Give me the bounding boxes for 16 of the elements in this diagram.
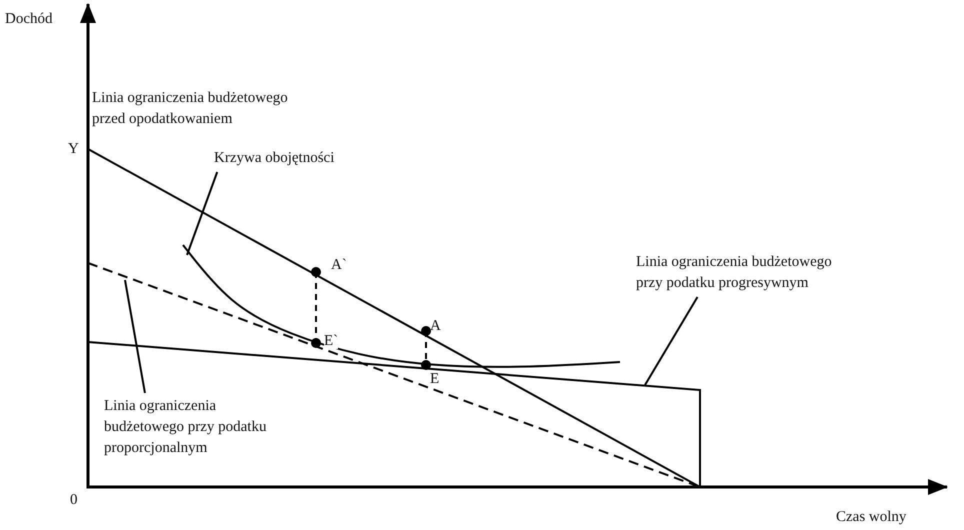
leader-line bbox=[644, 296, 698, 386]
point-label: E` bbox=[324, 333, 338, 349]
point-label: A bbox=[430, 317, 441, 336]
axis-label: Y bbox=[68, 140, 79, 159]
leader-line bbox=[186, 172, 218, 256]
callout-text: Krzywa obojętności bbox=[214, 148, 374, 169]
axis-label: Dochód bbox=[5, 10, 52, 29]
point-label: E bbox=[430, 370, 440, 389]
curve-label: Linia ograniczenia budżetowego przed opodatkowaniem bbox=[92, 89, 289, 129]
leader-line bbox=[124, 280, 146, 394]
callout-text: Linia ograniczenia budżetowego przy podatku proporcjonalnym bbox=[104, 396, 299, 459]
axis-label: 0 bbox=[70, 491, 78, 510]
callout-text: Linia ograniczenia budżetowego przy podatku progresywnym bbox=[636, 252, 848, 294]
point-label: A` bbox=[331, 256, 347, 275]
axis-label: Czas wolny bbox=[836, 508, 906, 527]
indifference-curve bbox=[182, 244, 620, 368]
